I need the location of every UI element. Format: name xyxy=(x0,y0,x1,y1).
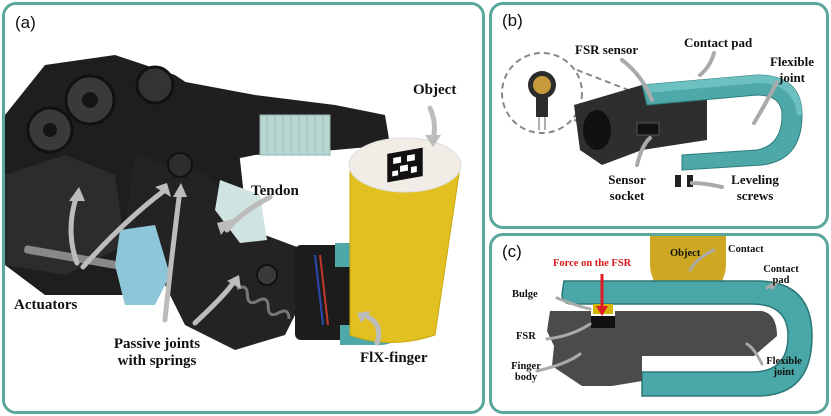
contact-pad-label: Contact pad xyxy=(684,35,753,50)
panel-c-label: (c) xyxy=(502,242,522,261)
blue-pad xyxy=(115,225,170,305)
object-cylinder xyxy=(350,163,460,343)
sensor-socket-line1: Sensor xyxy=(608,172,646,187)
flexible-joint-c-line2: joint xyxy=(773,367,795,378)
sensor-socket-line2: socket xyxy=(609,188,645,203)
flx-finger-cad-illustration xyxy=(501,51,803,189)
leveling-screws-label: Leveling screws xyxy=(720,172,790,204)
finger-body-shape xyxy=(547,311,777,386)
zoom-circle xyxy=(501,52,583,134)
bulge-label: Bulge xyxy=(512,289,538,300)
fsr-sensor-icon xyxy=(528,71,556,130)
object-c-label: Object xyxy=(670,248,701,259)
panel-b: (b) FSR sensor Contact pad Flexible join… xyxy=(489,2,829,229)
spring xyxy=(236,285,291,319)
panel-a: (a) Object Tendon Actuators Passive join… xyxy=(2,2,485,414)
force-on-fsr-label: Force on the FSR xyxy=(553,258,632,269)
panel-c: (c) Object Contact Force on the FSR Cont… xyxy=(489,233,829,414)
lower-finger-link xyxy=(125,155,310,350)
finger-body-line1: Finger xyxy=(511,361,541,372)
flexible-joint-c-line1: Flexible xyxy=(766,356,802,367)
leveling-screws-line1: Leveling xyxy=(731,172,779,187)
passive-joints-line1: Passive joints xyxy=(113,336,201,352)
fsr-cross-section-diagram xyxy=(535,236,813,397)
finger-body-line2: body xyxy=(514,372,538,383)
contact-pad-c-line1: Contact xyxy=(763,264,799,275)
aruco-marker xyxy=(387,147,423,183)
flx-finger-sensor xyxy=(295,245,365,340)
leveling-screws-line2: screws xyxy=(736,188,774,203)
contact-c-label: Contact xyxy=(728,244,764,255)
panel-b-label: (b) xyxy=(502,11,523,30)
flexible-joint-line2: joint xyxy=(779,70,805,85)
contact-pad-c-line2: pad xyxy=(772,275,790,286)
upper-finger-pad xyxy=(259,114,331,156)
actuator-motor-3 xyxy=(135,65,175,105)
fsr-element xyxy=(591,316,615,328)
sensor-socket-label: Sensor socket xyxy=(592,172,662,204)
flexible-joint-line1: Flexible xyxy=(769,54,815,69)
tendon-label: Tendon xyxy=(251,183,299,199)
flexible-joint-label: Flexible joint xyxy=(762,54,822,86)
contact-pad-c-label: Contact pad xyxy=(756,264,806,286)
robot-hand-illustration xyxy=(5,5,482,411)
object-label: Object xyxy=(413,82,457,98)
fsr-label: FSR xyxy=(516,331,536,342)
flexible-joint-c-label: Flexible joint xyxy=(754,356,814,378)
actuators-label: Actuators xyxy=(14,297,78,313)
fsr-sensor-label: FSR sensor xyxy=(575,42,639,57)
flx-finger-label: FlX-finger xyxy=(360,350,428,366)
finger-body-label: Finger body xyxy=(504,361,548,383)
passive-joints-line2: with springs xyxy=(117,353,197,369)
passive-joints-label: Passive joints with springs xyxy=(83,336,231,370)
panel-a-label: (a) xyxy=(15,13,36,32)
